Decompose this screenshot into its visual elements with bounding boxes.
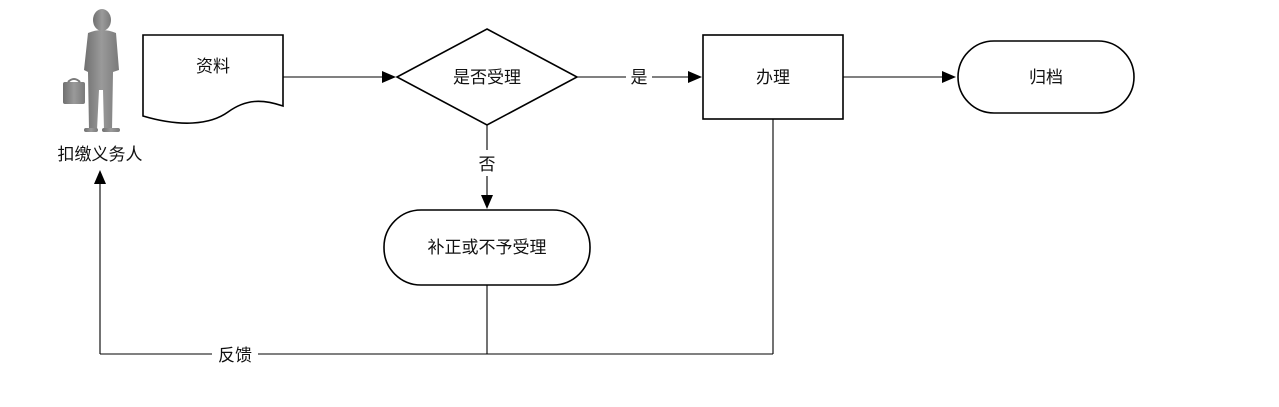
node-decision-label: 是否受理 [453, 68, 521, 88]
edge-feedback: 反馈 [94, 119, 774, 367]
node-decision: 是否受理 [395, 28, 579, 126]
node-materials: 资料 [142, 34, 284, 124]
edge-decision-to-correction: 否 [474, 125, 500, 209]
node-process: 办理 [702, 34, 844, 120]
process-box [702, 34, 844, 120]
actor-label: 扣缴义务人 [58, 145, 143, 165]
edge-no-label: 否 [479, 155, 496, 175]
node-correction-label: 补正或不予受理 [428, 238, 547, 258]
edge-feedback-label: 反馈 [218, 346, 252, 366]
node-correction: 补正或不予受理 [383, 209, 591, 286]
actor-businessman-icon [63, 9, 120, 132]
edge-yes-label: 是 [631, 68, 648, 88]
edge-process-to-archive [843, 71, 956, 83]
edge-decision-to-process: 是 [577, 65, 702, 88]
edge-materials-to-decision [283, 71, 396, 83]
node-archive-label: 归档 [1029, 68, 1063, 88]
document-shape [142, 34, 284, 124]
node-process-label: 办理 [756, 68, 790, 88]
node-materials-label: 资料 [196, 57, 230, 77]
terminator-shape [957, 40, 1135, 114]
node-archive: 归档 [957, 40, 1135, 114]
